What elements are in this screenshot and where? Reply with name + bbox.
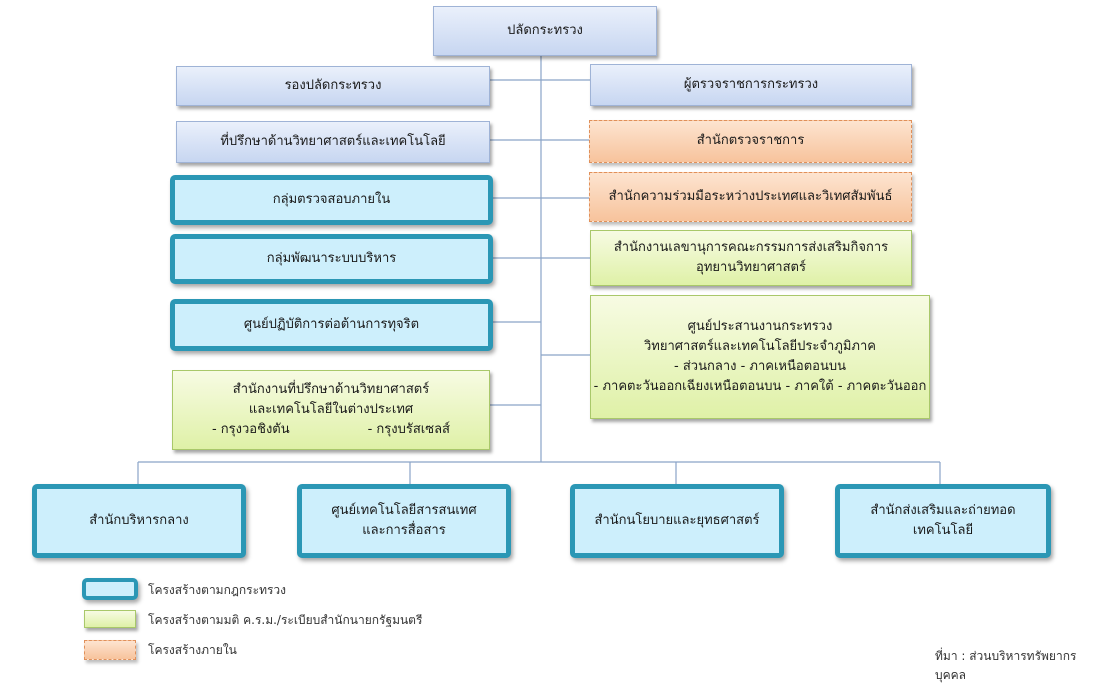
overseas-office-line2: และเทคโนโลยีในต่างประเทศ [248, 401, 414, 417]
policy-strategy-office-label: สำนักนโยบายและยุทธศาสตร์ [594, 512, 760, 528]
legend-law-label: โครงสร้างตามกฎกระทรวง [148, 583, 287, 597]
regional-center-line4: - ภาคตะวันออกเฉียงเหนือตอนบน - ภาคใต้ - … [593, 379, 927, 395]
tech-transfer-office-box: สำนักส่งเสริมและถ่ายทอด เทคโนโลยี [835, 484, 1051, 558]
inspection-office-label: สำนักตรวจราชการ [696, 133, 805, 149]
regional-coordination-center-box: ศูนย์ประสานงานกระทรวง วิทยาศาสตร์และเทคโ… [590, 295, 930, 419]
legend-internal-label: โครงสร้างภายใน [148, 643, 237, 657]
overseas-office-locations: - กรุงวอชิงตัน - กรุงบรัสเซลส์ [173, 420, 489, 440]
legend-cabinet-swatch [84, 610, 136, 628]
internal-audit-group-label: กลุ่มตรวจสอบภายใน [272, 191, 391, 207]
legend-internal-swatch [84, 640, 136, 660]
admin-development-group-label: กลุ่มพัฒนาระบบบริหาร [266, 250, 397, 266]
inspection-office-box: สำนักตรวจราชการ [589, 120, 912, 163]
central-admin-office-label: สำนักบริหารกลาง [89, 512, 189, 528]
tech-transfer-line2: เทคโนโลยี [912, 523, 974, 538]
inspector-general-box: ผู้ตรวจราชการกระทรวง [590, 64, 912, 106]
intl-cooperation-office-label: สำนักความร่วมมือระหว่างประเทศและวิเทศสัม… [608, 188, 893, 204]
deputy-secretary-label: รองปลัดกระทรวง [284, 77, 382, 93]
central-admin-office-box: สำนักบริหารกลาง [32, 484, 246, 558]
permanent-secretary-label: ปลัดกระทรวง [507, 22, 583, 38]
regional-center-line2: วิทยาศาสตร์และเทคโนโลยีประจำภูมิภาค [643, 338, 876, 354]
regional-center-line1: ศูนย์ประสานงานกระทรวง [687, 318, 833, 334]
ict-center-line2: และการสื่อสาร [362, 523, 446, 538]
advisor-box: ที่ปรึกษาด้านวิทยาศาสตร์และเทคโนโลยี [176, 121, 490, 163]
connector-lines [137, 56, 941, 484]
anti-corruption-center-box: ศูนย์ปฏิบัติการต่อต้านการทุจริต [170, 299, 493, 351]
policy-strategy-office-box: สำนักนโยบายและยุทธศาสตร์ [570, 484, 784, 558]
legend-cabinet-label: โครงสร้างตามมติ ค.ร.ม./ระเบียบสำนักนายกร… [148, 613, 423, 627]
tech-transfer-line1: สำนักส่งเสริมและถ่ายทอด [870, 502, 1016, 518]
overseas-office-line1: สำนักงานที่ปรึกษาด้านวิทยาศาสตร์ [232, 381, 430, 397]
science-park-line2: อุทยานวิทยาศาสตร์ [696, 260, 806, 275]
science-park-line1: สำนักงานเลขานุการคณะกรรมการส่งเสริมกิจกา… [613, 239, 889, 255]
ict-center-box: ศูนย์เทคโนโลยีสารสนเทศ และการสื่อสาร [297, 484, 511, 558]
washington-location: - กรุงวอชิงตัน [211, 422, 290, 438]
brussels-location: - กรุงบรัสเซลส์ [367, 422, 450, 438]
internal-audit-group-box: กลุ่มตรวจสอบภายใน [170, 175, 493, 225]
deputy-secretary-box: รองปลัดกระทรวง [176, 66, 490, 106]
anti-corruption-center-label: ศูนย์ปฏิบัติการต่อต้านการทุจริต [243, 316, 420, 332]
intl-cooperation-office-box: สำนักความร่วมมือระหว่างประเทศและวิเทศสัม… [589, 172, 912, 222]
permanent-secretary-box: ปลัดกระทรวง [433, 6, 657, 56]
source-note: ที่มา : ส่วนบริหารทรัพยากรบุคคล [935, 649, 1077, 682]
overseas-advisor-office-box: สำนักงานที่ปรึกษาด้านวิทยาศาสตร์ และเทคโ… [172, 370, 490, 450]
legend-law-swatch [82, 578, 138, 600]
inspector-general-label: ผู้ตรวจราชการกระทรวง [683, 76, 819, 92]
advisor-label: ที่ปรึกษาด้านวิทยาศาสตร์และเทคโนโลยี [220, 133, 446, 149]
ict-center-line1: ศูนย์เทคโนโลยีสารสนเทศ [331, 502, 477, 518]
science-park-office-box: สำนักงานเลขานุการคณะกรรมการส่งเสริมกิจกา… [590, 230, 912, 286]
regional-center-line3: - ส่วนกลาง - ภาคเหนือตอนบน [674, 359, 846, 374]
admin-development-group-box: กลุ่มพัฒนาระบบบริหาร [170, 234, 493, 284]
